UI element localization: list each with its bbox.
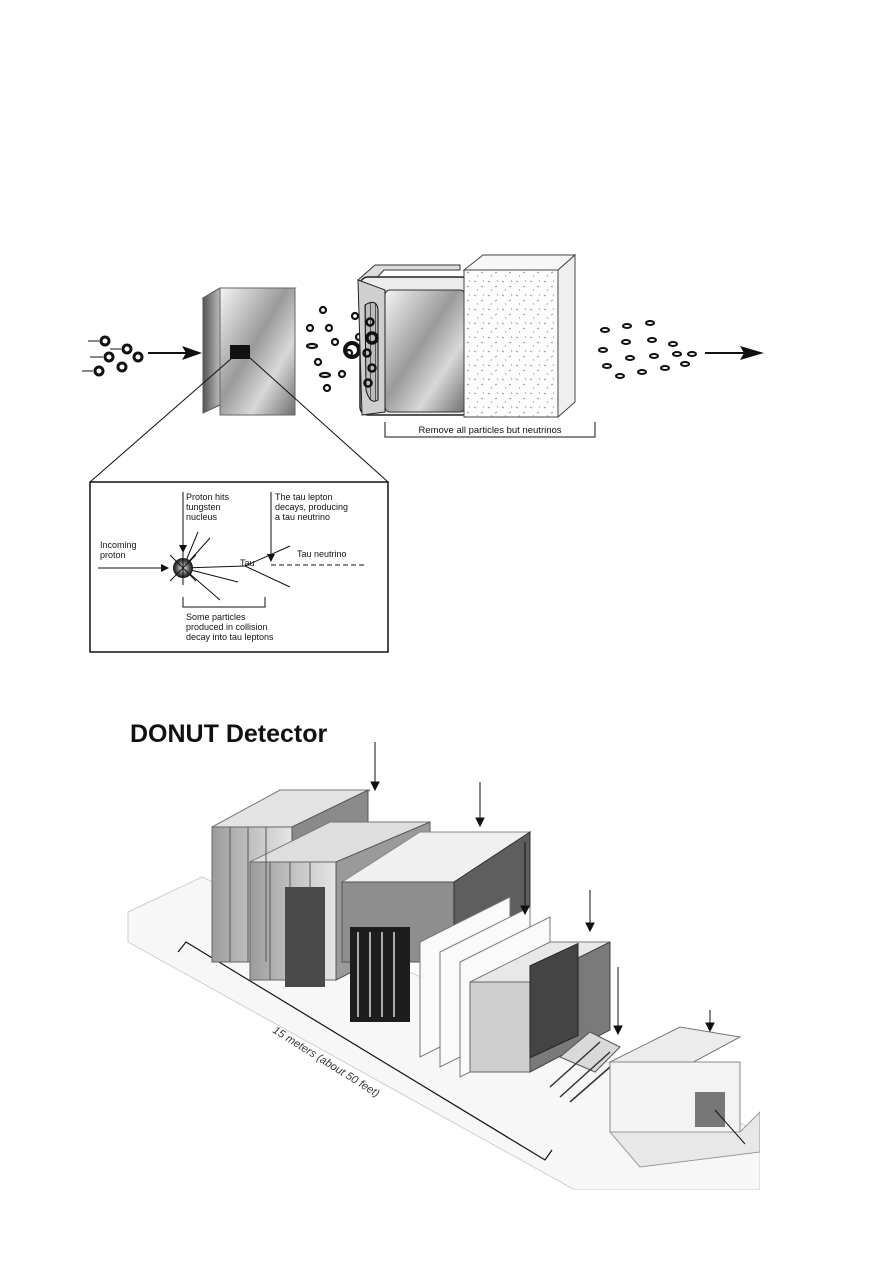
particles-label: Some particles: [186, 612, 246, 622]
beam-arrow-in: [148, 346, 202, 360]
proton-hits-label: Proton hits: [186, 492, 230, 502]
particles-label-2: produced in collision: [186, 622, 268, 632]
tau-decay-label-2: decays, producing: [275, 502, 348, 512]
tau-decay-label-3: a tau neutrino: [275, 512, 330, 522]
component-pointer-arrows: [370, 742, 746, 1145]
target-zoom-region: [230, 345, 250, 359]
particles-bracket: [182, 597, 266, 608]
detector-title: DONUT Detector: [130, 720, 328, 748]
zoom-lines: [89, 357, 389, 483]
remove-particles-caption: Remove all particles but neutrinos: [418, 425, 561, 436]
proton-hits-label-2: tungsten: [186, 502, 221, 512]
outgoing-neutrinos: [598, 320, 697, 379]
collision-spikes: [169, 551, 197, 585]
tungsten-target-block: [201, 287, 297, 416]
proton-hits-label-3: nucleus: [186, 512, 218, 522]
donut-detector-diagram: DONUT Detector 15 meters (about 50 feet): [127, 720, 760, 1190]
beam-arrow-out: [705, 346, 764, 360]
tau-label: Tau: [240, 558, 255, 568]
particle-shield-block: [357, 264, 471, 416]
incoming-proton-particles: [82, 335, 144, 377]
length-bracket: [177, 941, 553, 1161]
tau-neutrino-label: Tau neutrino: [297, 549, 347, 559]
collision-inset: Proton hits tungsten nucleus The tau lep…: [89, 481, 389, 653]
absorber-block: [462, 253, 577, 419]
incoming-proton-label: Incoming: [100, 540, 137, 550]
calorimeter: [469, 941, 611, 1073]
particles-label-3: decay into tau leptons: [186, 632, 274, 642]
incoming-proton-label-2: proton: [100, 550, 126, 560]
muon-system: [549, 1026, 760, 1168]
tau-neutrino-production-diagram: Remove all particles but neutrinos Proto…: [82, 253, 764, 653]
remove-particles-bracket: [384, 422, 596, 438]
tau-decay-label: The tau lepton: [275, 492, 333, 502]
